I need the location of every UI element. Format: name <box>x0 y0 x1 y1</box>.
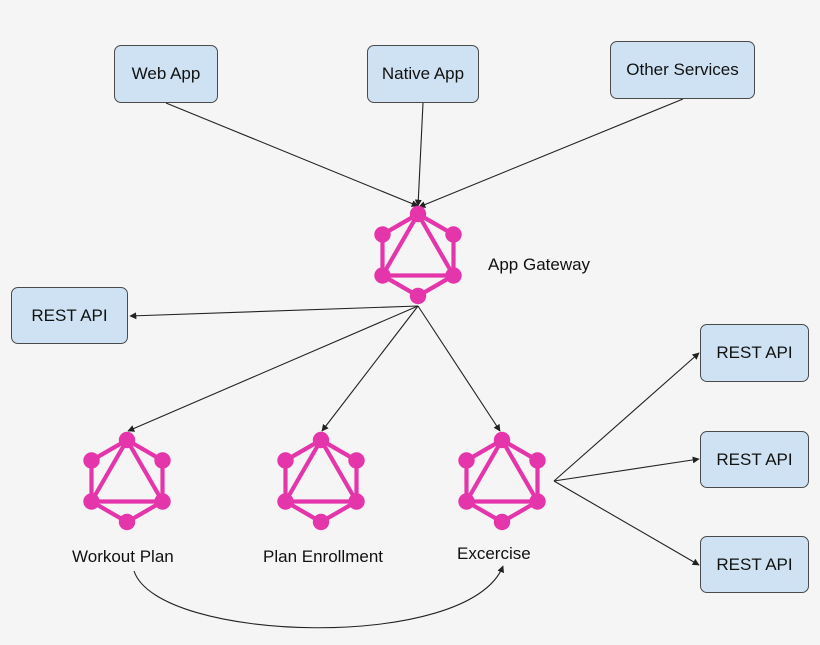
excercise-rest-api-box-3: REST API <box>700 536 809 593</box>
gateway-rest-api-label: REST API <box>31 305 108 325</box>
other-services-box: Other Services <box>610 41 755 99</box>
arrow-gateway-to-rest-api <box>129 305 419 320</box>
arrow-gateway-to-excercise <box>417 305 501 432</box>
graphql-logos <box>83 205 546 531</box>
arrow-gateway-to-plan-enrollment <box>321 305 419 432</box>
arrow-excercise-to-rest-2 <box>553 456 700 482</box>
excercise-rest-api-label-2: REST API <box>716 449 793 469</box>
excercise-rest-api-label-3: REST API <box>716 554 793 574</box>
arrow-workout-plan-to-excercise <box>133 565 504 629</box>
excercise-label: Excercise <box>457 544 531 563</box>
web-app-label: Web App <box>131 64 201 83</box>
native-app-box: Native App <box>367 45 479 103</box>
arrow-nativeapp-to-gateway <box>414 102 424 207</box>
arrow-excercise-to-rest-3 <box>553 480 700 566</box>
plan-enrollment-graphql-icon <box>277 431 365 531</box>
gateway-rest-api-box: REST API <box>11 287 128 344</box>
other-services-label: Other Services <box>626 60 739 79</box>
arrow-otherservices-to-gateway <box>418 98 684 208</box>
connectors <box>127 98 700 629</box>
workout-plan-graphql-icon <box>83 431 171 531</box>
arrow-gateway-to-workout-plan <box>127 305 419 432</box>
web-app-box: Web App <box>114 45 218 103</box>
plan-enrollment-label: Plan Enrollment <box>263 547 384 566</box>
native-app-label: Native App <box>381 64 465 83</box>
workout-plan-label: Workout Plan <box>72 547 174 566</box>
excercise-graphql-icon <box>458 431 546 531</box>
excercise-rest-api-box-2: REST API <box>700 431 809 488</box>
excercise-rest-api-box-1: REST API <box>700 324 809 382</box>
app-gateway-graphql-icon <box>374 205 462 305</box>
arrow-webapp-to-gateway <box>165 102 419 207</box>
app-gateway-label: App Gateway <box>488 255 591 274</box>
arrow-excercise-to-rest-1 <box>553 352 700 482</box>
excercise-rest-api-label-1: REST API <box>716 343 793 362</box>
